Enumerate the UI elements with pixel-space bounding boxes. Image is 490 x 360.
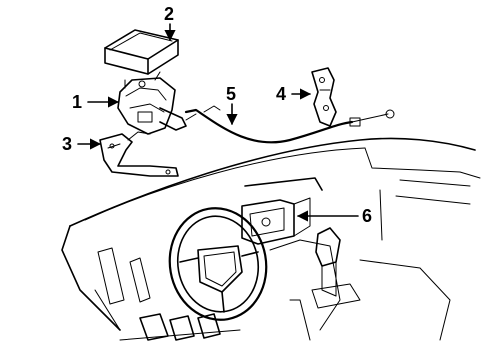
mounting-bracket [99,131,179,177]
actuator-assembly [117,71,197,135]
callout-4: 4 [276,84,286,104]
steering-wheel [168,207,268,321]
cable-bracket [311,67,337,127]
callout-6: 6 [362,206,372,226]
gear-shifter [311,227,361,309]
dash-module [241,197,311,245]
callout-2: 2 [164,4,174,24]
leader-lines [77,23,359,222]
callout-3: 3 [62,134,72,154]
control-module [104,29,179,75]
callout-5: 5 [226,84,236,104]
dashboard [61,137,481,341]
pedals [119,313,241,341]
throttle-cable [184,105,395,144]
callout-1: 1 [72,92,82,112]
